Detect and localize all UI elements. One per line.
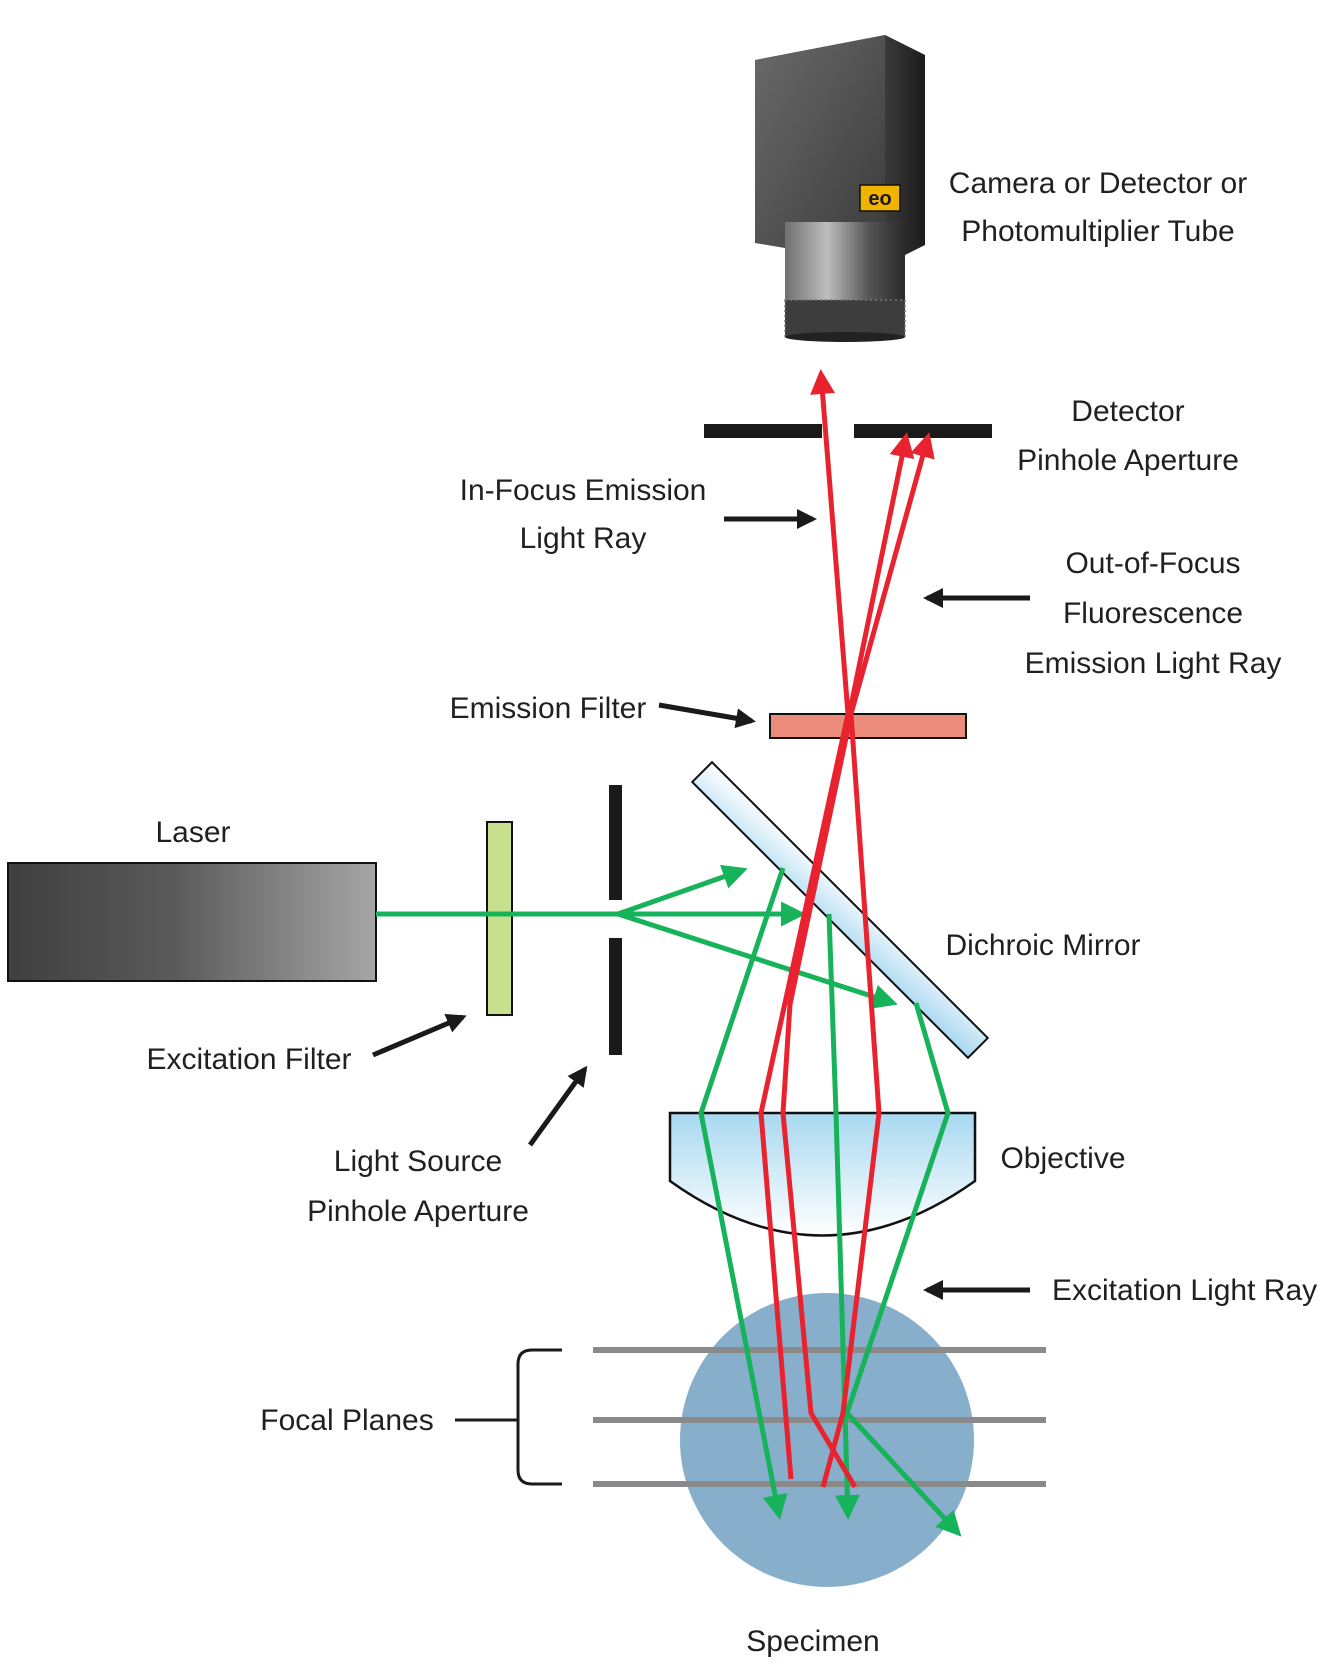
focal-planes xyxy=(593,1347,1046,1487)
detector-pinhole-label-line-2: Pinhole Aperture xyxy=(1017,444,1239,477)
laser-label: Laser xyxy=(155,816,230,849)
aperture-blade-top xyxy=(609,785,622,900)
out-of-focus-label-line-2: Fluorescence xyxy=(1063,597,1243,630)
camera-logo-badge xyxy=(859,184,901,212)
out-of-focus-label-line-1: Out-of-Focus xyxy=(1065,547,1240,580)
camera-front-face xyxy=(755,35,885,265)
detector-pinhole-aperture xyxy=(704,424,992,438)
aperture-blade-right xyxy=(854,424,992,438)
excitation-ray-right xyxy=(844,1002,962,1537)
camera-logo-text: eo xyxy=(868,188,891,210)
camera-lens-bottom xyxy=(785,332,905,342)
objective-label: Objective xyxy=(1000,1142,1125,1175)
excitation-filter-label: Excitation Filter xyxy=(146,1043,351,1076)
in-focus-ray-label-line-2: Light Ray xyxy=(520,522,647,555)
camera-label-line-1: Camera or Detector or xyxy=(949,167,1247,200)
excitation-ray-center xyxy=(826,913,860,1520)
labels: Camera or Detector or Photomultiplier Tu… xyxy=(146,167,1317,1658)
excitation-light-rays xyxy=(376,864,962,1537)
camera-lens-ring xyxy=(785,222,905,242)
camera-lens-ring xyxy=(785,242,905,262)
camera-detector: eo xyxy=(755,35,925,342)
camera-lens-grip xyxy=(785,300,905,336)
light-source-pinhole-pointer-arrow xyxy=(527,1065,588,1147)
light-source-pinhole-label-line-2: Pinhole Aperture xyxy=(307,1195,529,1228)
light-source-pinhole-label-line-1: Light Source xyxy=(334,1145,502,1178)
emission-light-rays xyxy=(758,369,935,1489)
camera-lens-ring xyxy=(785,262,905,282)
out-of-focus-emission-ray xyxy=(787,432,915,1005)
excitation-ray-left xyxy=(698,867,788,1520)
emission-filter-label: Emission Filter xyxy=(450,692,647,725)
objective-lens xyxy=(668,1111,977,1237)
excitation-ray-arrow xyxy=(617,911,898,1009)
excitation-filter-pointer-arrow xyxy=(372,1014,467,1058)
aperture-blade-bottom xyxy=(609,938,622,1055)
focal-planes-label: Focal Planes xyxy=(260,1404,433,1437)
bracket-shape xyxy=(516,1348,562,1486)
emission-filter-pointer-arrow xyxy=(658,702,756,729)
out-of-focus-emission-ray xyxy=(848,432,935,715)
excitation-ray-label: Excitation Light Ray xyxy=(1052,1274,1317,1307)
label-pointer-arrows xyxy=(372,509,1030,1300)
out-of-focus-label-line-3: Emission Light Ray xyxy=(1025,647,1282,680)
dichroic-mirror-label: Dichroic Mirror xyxy=(946,929,1141,962)
camera-label-line-2: Photomultiplier Tube xyxy=(961,215,1235,248)
in-focus-ray-label-line-1: In-Focus Emission xyxy=(460,474,707,507)
detector-pinhole-label-line-1: Detector xyxy=(1071,395,1184,428)
emission-filter xyxy=(769,713,967,739)
laser-body xyxy=(7,862,377,982)
camera-lens-ring xyxy=(785,282,905,300)
excitation-filter xyxy=(486,821,513,1016)
specimen-label: Specimen xyxy=(746,1625,879,1658)
aperture-blade-left xyxy=(704,424,822,438)
light-source-pinhole-aperture xyxy=(609,785,622,1055)
in-focus-emission-ray xyxy=(758,369,851,1480)
excitation-ray-arrow xyxy=(617,864,748,917)
focal-planes-bracket xyxy=(455,1348,562,1486)
